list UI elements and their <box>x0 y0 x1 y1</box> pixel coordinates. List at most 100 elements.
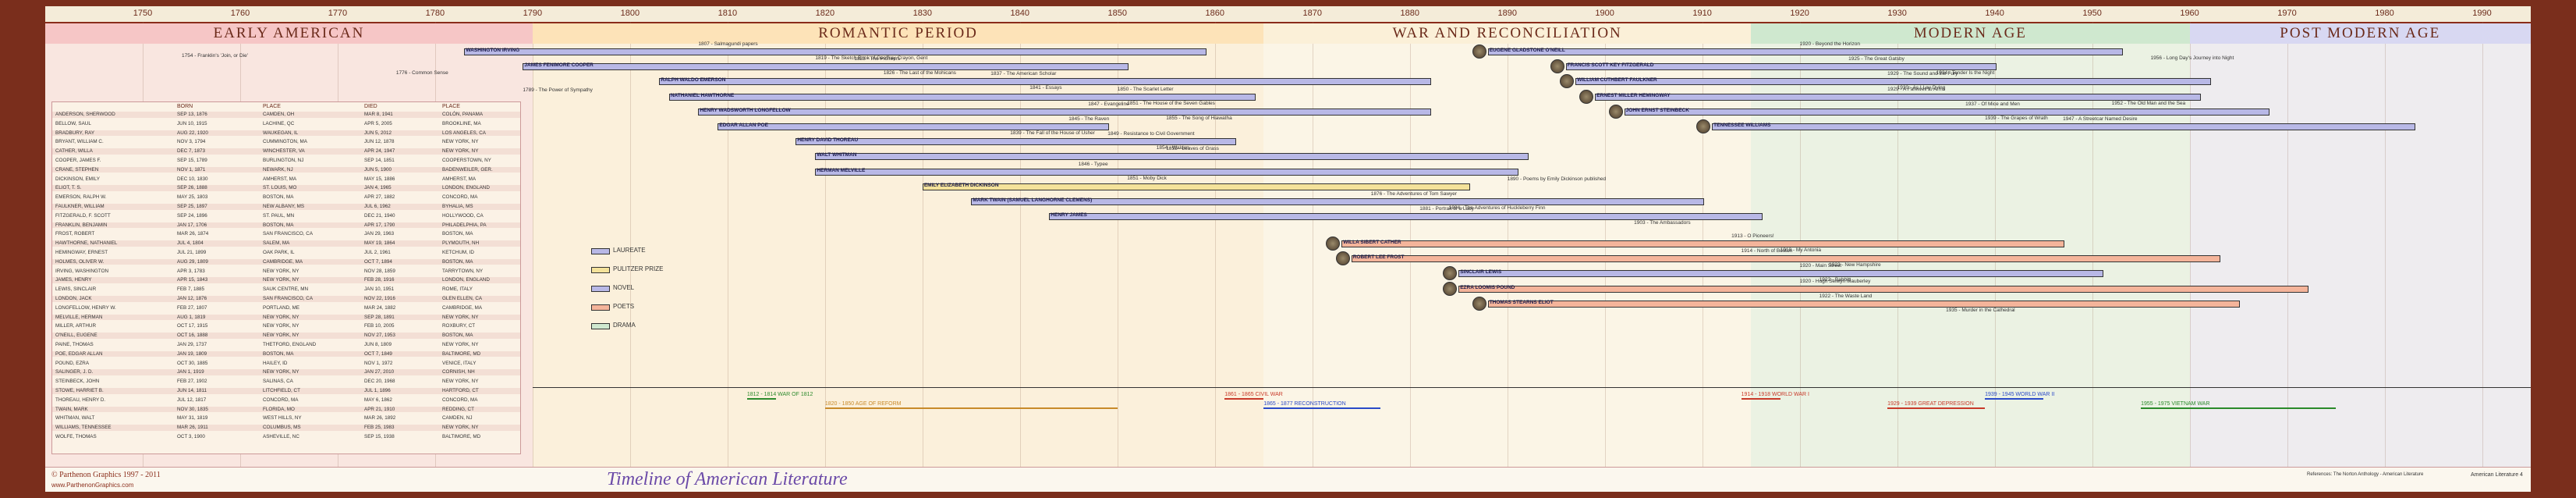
author-name: EZRA LOOMIS POUND <box>1460 284 1515 290</box>
references-text: References: The Norton Anthology - Ameri… <box>2307 472 2424 477</box>
author-lifeline <box>795 138 1236 146</box>
author-work: 1876 - The Adventures of Tom Sawyer <box>1370 191 1458 197</box>
year-tick-label: 1850 <box>1107 9 1128 18</box>
table-cell: SEP 14, 1851 <box>364 158 395 163</box>
author-name: WILLA SIBERT CATHER <box>1343 240 1401 245</box>
table-cell: BALTIMORE, MD <box>442 434 481 439</box>
era-line <box>1224 398 1264 400</box>
year-tick-label: 1870 <box>1302 9 1322 18</box>
table-cell: COLÓN, PANAMA <box>442 112 484 117</box>
author-lifeline <box>1575 78 2211 86</box>
author-work: 1841 - Essays <box>1029 85 1062 91</box>
author-name: EDGAR ALLAN POE <box>719 123 768 128</box>
author-work: 1845 - The Raven <box>1068 116 1110 122</box>
table-cell: THETFORD, ENGLAND <box>263 342 317 347</box>
table-cell: FEB 10, 2005 <box>364 323 395 329</box>
table-cell: JAN 17, 1706 <box>177 222 207 228</box>
table-cell: JAN 12, 1876 <box>177 296 207 301</box>
legend-swatch <box>591 323 610 329</box>
table-cell: OCT 7, 1894 <box>364 258 392 265</box>
table-cell: DEC 21, 1940 <box>364 212 395 219</box>
table-cell: NEW YORK, NY <box>263 333 299 339</box>
table-cell: NEW YORK, NY <box>263 277 299 283</box>
author-name: TENNESSEE WILLIAMS <box>1713 123 1771 128</box>
table-cell: MILLER, ARTHUR <box>55 323 97 329</box>
legend-swatch <box>591 267 610 273</box>
year-gridline <box>2092 22 2093 467</box>
table-cell: BOSTON, MA <box>263 222 294 228</box>
table-cell: FEB 28, 1916 <box>364 277 395 283</box>
table-cell: SALEM, MA <box>263 240 290 247</box>
table-cell: JAN 19, 1809 <box>177 350 207 357</box>
year-gridline <box>629 22 631 467</box>
table-cell: BOSTON, MA <box>442 231 473 237</box>
year-tick-label: 1970 <box>2277 9 2297 18</box>
year-tick-label: 1920 <box>1790 9 1809 18</box>
table-cell: APR 21, 1910 <box>364 406 395 412</box>
copyright-text: © Parthenon Graphics 1997 - 2011 <box>51 471 161 479</box>
table-cell: SALINGER, J. D. <box>55 369 94 375</box>
legend-label: POETS <box>613 303 635 310</box>
author-lifeline <box>1049 213 1763 221</box>
table-cell: CONCORD, MA <box>263 397 299 403</box>
table-cell: WEST HILLS, NY <box>263 415 302 422</box>
table-cell: ST. PAUL, MN <box>263 212 295 219</box>
table-cell: JUN 5, 1900 <box>364 166 392 173</box>
year-tick-label: 1790 <box>523 9 543 18</box>
table-cell: COLUMBUS, MS <box>263 425 301 431</box>
table-cell: JUL 1, 1896 <box>364 388 391 393</box>
table-cell: JUN 12, 1878 <box>364 139 395 145</box>
table-cell: NOV 1, 1871 <box>177 166 206 173</box>
table-cell: NEWARK, NJ <box>263 166 293 173</box>
year-tick-label: 1980 <box>2375 9 2394 18</box>
website-link[interactable]: www.ParthenonGraphics.com <box>51 482 134 489</box>
table-cell: BYHALIA, MS <box>442 204 473 209</box>
author-name: EMILY ELIZABETH DICKINSON <box>923 182 999 188</box>
year-tick-label: 1780 <box>425 9 445 18</box>
author-portrait <box>1472 44 1486 59</box>
table-header: BORN <box>177 104 193 109</box>
era-label: 1812 - 1814 WAR OF 1812 <box>746 392 813 397</box>
author-portrait <box>1326 237 1341 251</box>
table-cell: MAR 8, 1941 <box>364 112 393 117</box>
table-cell: MAY 6, 1862 <box>364 397 392 403</box>
author-name: SINCLAIR LEWIS <box>1460 269 1502 276</box>
table-cell: MAY 31, 1819 <box>177 415 208 422</box>
author-work: 1851 - Moby Dick <box>1127 175 1167 181</box>
era-line <box>1887 407 1986 409</box>
poster-code: American Literature 4 <box>2471 472 2523 478</box>
early-note: 1754 - Franklin's 'Join, or Die' <box>181 53 248 59</box>
year-tick-label: 1880 <box>1400 9 1419 18</box>
table-cell: FEB 27, 1807 <box>177 304 207 311</box>
table-cell: CRANE, STEPHEN <box>55 166 99 173</box>
author-work: 1854 - Walden <box>1156 145 1189 151</box>
legend-label: DRAMA <box>613 322 636 329</box>
author-work: 1929 - A Farewell to Arms <box>1887 86 1946 92</box>
table-cell: WOLFE, THOMAS <box>55 434 97 439</box>
table-cell: COOPERSTOWN, NY <box>442 158 491 163</box>
table-cell: JAMES, HENRY <box>55 277 92 283</box>
table-cell: ASHEVILLE, NC <box>263 434 299 439</box>
table-cell: APR 5, 2005 <box>364 120 392 126</box>
author-work: 1920 - Main Street <box>1799 263 1842 269</box>
poster-title: Timeline of American Literature <box>607 469 848 489</box>
table-cell: APR 15, 1843 <box>177 277 208 283</box>
author-name: JAMES FENIMORE COOPER <box>524 62 594 69</box>
table-cell: O'NEILL, EUGENE <box>55 333 97 339</box>
table-cell: NEW YORK, NY <box>442 342 479 347</box>
author-lifeline <box>1487 300 2241 308</box>
table-cell: PORTLAND, ME <box>263 304 300 311</box>
table-cell: OCT 16, 1888 <box>177 333 208 339</box>
author-work: 1939 - The Grapes of Wrath <box>1985 115 2048 121</box>
